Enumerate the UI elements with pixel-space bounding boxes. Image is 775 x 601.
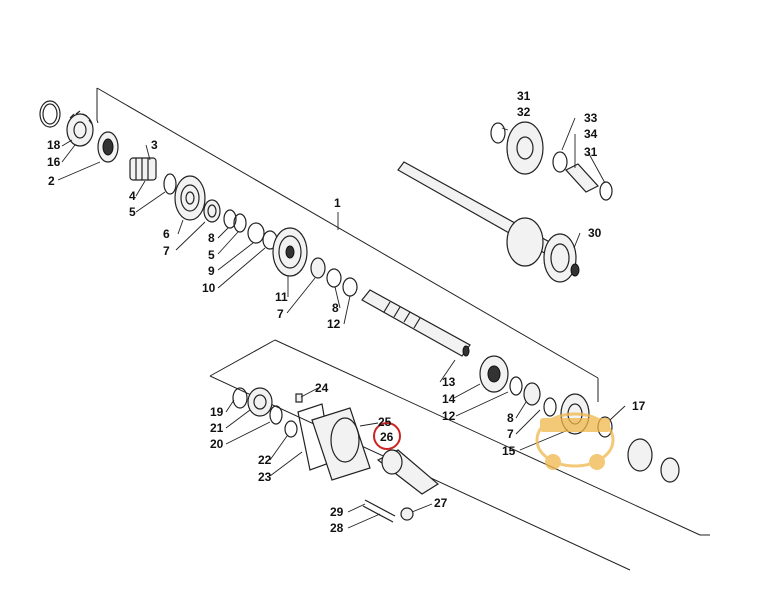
callout-15: 15 [502,444,516,458]
part-gear-6 [174,175,206,221]
callout-19: 19 [210,405,224,419]
callout-31b: 31 [584,145,598,159]
part-bearing-21 [247,387,273,417]
callout-23: 23 [258,470,272,484]
leader-lines [57,117,626,529]
watermark-logo [535,412,615,470]
callout-18: 18 [47,138,61,152]
callout-7a: 7 [163,244,170,258]
part-snap-ring-19 [232,387,248,409]
part-gear-11 [272,227,308,277]
part-nut-27 [400,507,414,521]
callout-22: 22 [258,453,272,467]
part-bearing-4 [129,157,157,181]
callout-33: 33 [584,111,598,125]
callout-6: 6 [163,227,170,241]
callout-12a: 12 [327,317,341,331]
part-hub-14 [479,355,509,393]
part-housing-25 [311,407,371,481]
part-seal-20 [269,405,283,425]
callout-26: 26 [380,430,394,444]
part-gear-16 [66,110,94,147]
main-assembly-frame [96,87,599,402]
callout-30: 30 [588,226,602,240]
callout-labels: 18 16 2 3 4 5 6 7 8 5 9 10 11 7 8 12 1 3… [47,89,646,535]
callout-17: 17 [632,399,646,413]
callout-27: 27 [434,496,448,510]
callout-34: 34 [584,127,598,141]
part-gear-32 [506,121,544,175]
part-shaft-13 [361,289,471,357]
part-hub-2 [97,131,119,163]
callout-7b: 7 [277,307,284,321]
part-washer-12b [509,376,523,396]
callout-13: 13 [442,375,456,389]
part-bearing-7a [203,199,221,223]
part-shaft-30 [397,161,580,283]
callout-8b: 8 [332,301,339,315]
callout-12b: 12 [442,409,456,423]
callout-29: 29 [330,505,344,519]
part-shift-shaft-26 [376,449,440,495]
callout-32: 32 [517,105,531,119]
callout-1: 1 [334,196,341,210]
part-washer-18 [39,100,61,128]
callout-11: 11 [275,290,288,304]
part-bearing-7b [310,257,326,279]
part-bearing-7c [523,382,557,417]
callout-31a: 31 [517,89,531,103]
callout-20: 20 [210,437,224,451]
callout-7c: 7 [507,427,514,441]
part-spacer-8b [326,268,358,297]
part-bearing-33 [552,151,568,173]
part-bearing-assembly [627,438,680,483]
callout-9: 9 [208,264,215,278]
part-washer-31b [599,181,613,201]
callout-28: 28 [330,521,344,535]
highlight-circle-26 [373,422,401,450]
part-bolt-28 [362,499,396,523]
part-bushing-34 [565,163,599,193]
callout-10: 10 [202,281,216,295]
part-spacer-8a [223,209,247,233]
callout-24: 24 [315,381,329,395]
part-washer-31a [490,122,506,144]
callout-2: 2 [48,174,55,188]
callout-14: 14 [442,392,456,406]
part-spline-washer-9 [247,222,278,250]
callout-5a: 5 [129,205,136,219]
callout-5b: 5 [208,248,215,262]
part-pin-24 [295,393,303,403]
callout-4: 4 [129,189,136,203]
callout-21: 21 [210,421,224,435]
part-oring-22 [284,420,298,438]
part-washer-5a [163,173,177,195]
callout-3: 3 [151,138,158,152]
callout-8c: 8 [507,411,514,425]
callout-25: 25 [378,415,392,429]
callout-16: 16 [47,155,61,169]
callout-8a: 8 [208,231,215,245]
